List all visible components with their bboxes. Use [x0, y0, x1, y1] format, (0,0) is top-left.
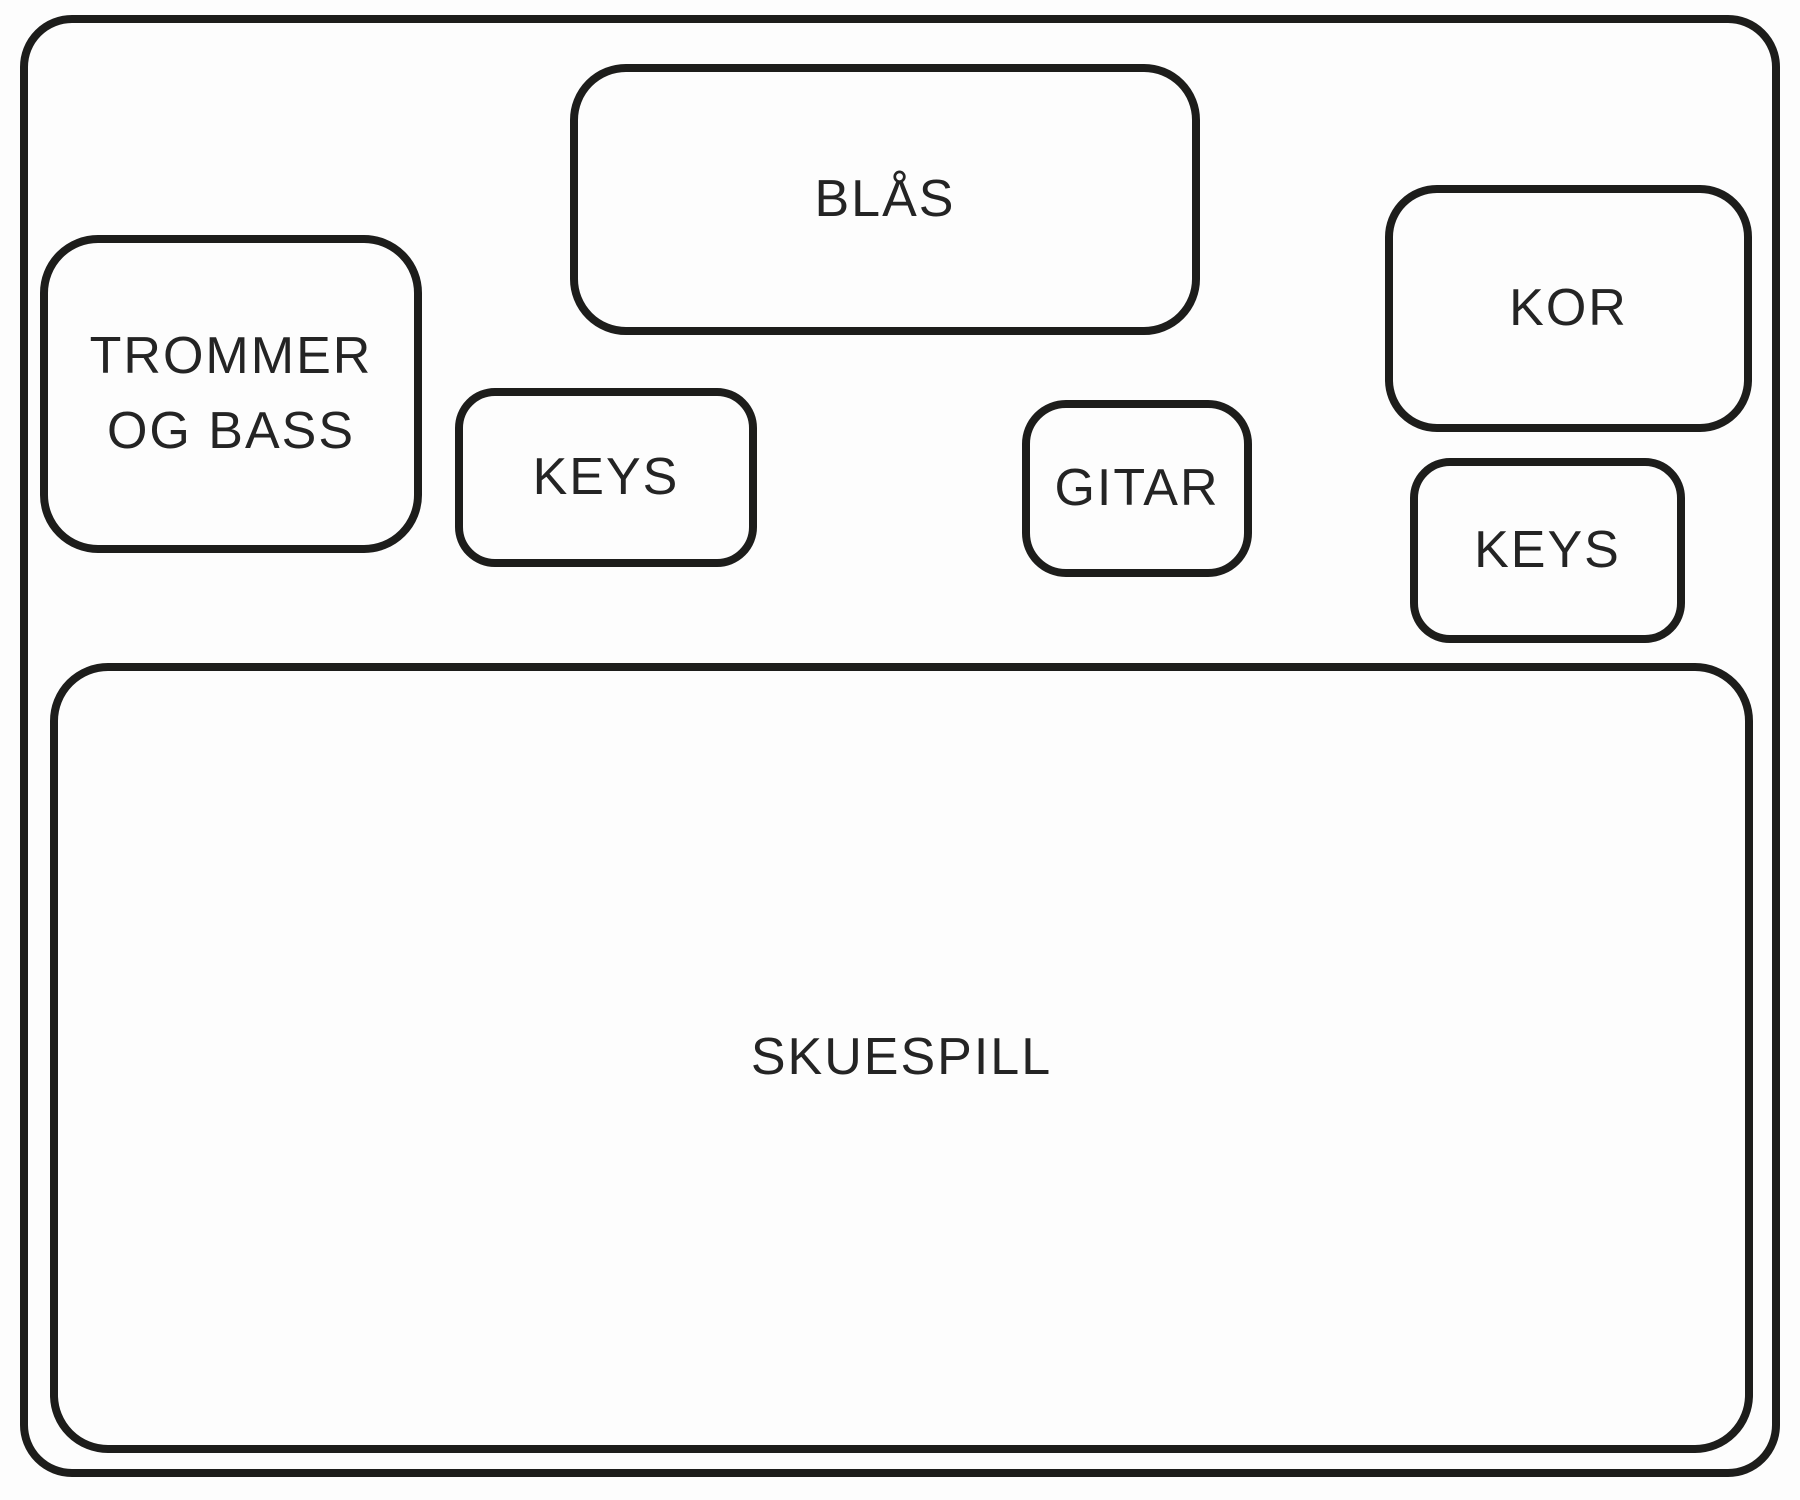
zone-trommer-og-bass-label: TROMMER OG BASS: [90, 319, 373, 470]
zone-blas: BLÅS: [570, 64, 1200, 335]
zone-trommer-og-bass-label-line1: TROMMER: [89, 326, 373, 385]
zone-keys-right: KEYS: [1410, 458, 1685, 643]
zone-kor: KOR: [1385, 185, 1752, 432]
zone-blas-label: BLÅS: [814, 169, 956, 228]
zone-gitar-label: GITAR: [1054, 458, 1220, 517]
zone-keys-left-label: KEYS: [532, 447, 680, 506]
zone-skuespill: SKUESPILL: [50, 663, 1753, 1453]
zone-kor-label: KOR: [1509, 278, 1628, 337]
zone-keys-right-label: KEYS: [1474, 520, 1621, 579]
zone-keys-left: KEYS: [455, 388, 757, 567]
zone-gitar: GITAR: [1022, 400, 1252, 577]
zone-skuespill-label: SKUESPILL: [750, 1028, 1053, 1087]
zone-trommer-og-bass-label-line2: OG BASS: [106, 402, 356, 460]
zone-trommer-og-bass: TROMMER OG BASS: [40, 235, 422, 553]
